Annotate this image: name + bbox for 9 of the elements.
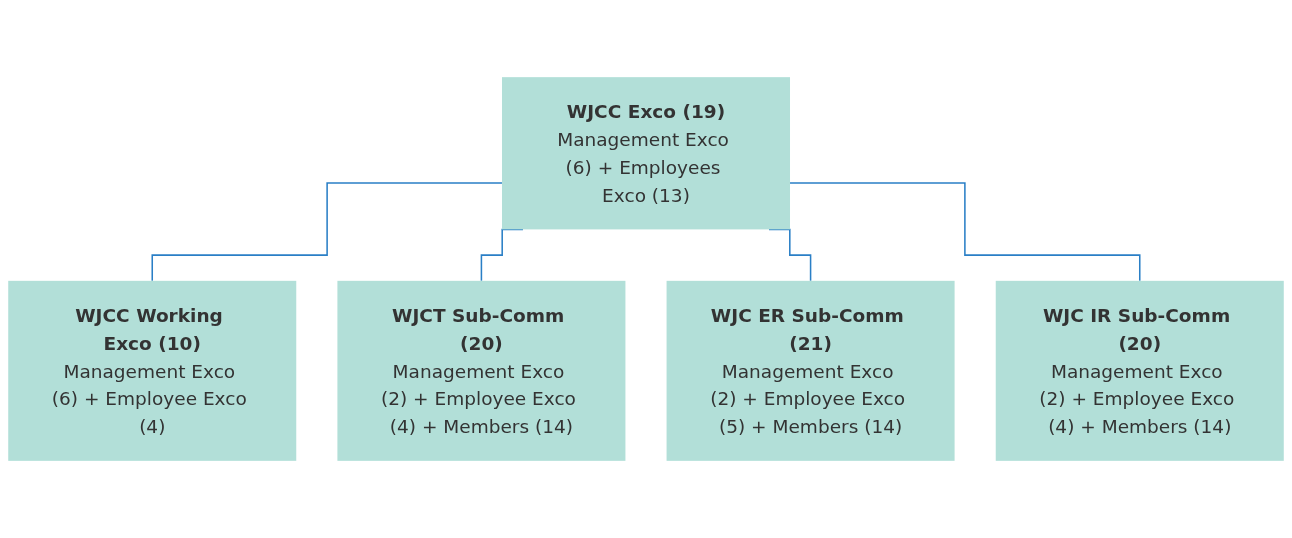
node-box: WJCC Working Exco (10) Management Exco (6) + Employee Exco (4) (8, 280, 297, 461)
node-box: WJCT Sub-Comm (20) Management Exco (2) + Employee Exco (4) + Members (14) (337, 280, 626, 461)
node-box: WJCC Exco (19) Management Exco (6) + Employees Exco (13) (502, 77, 790, 230)
node-box: WJC IR Sub-Comm (20) Management Exco (2) + Employee Exco (4) + Members (14) (995, 280, 1284, 461)
node-box: WJC ER Sub-Comm (21) Management Exco (2) + Employee Exco (5) + Members (14) (666, 280, 955, 461)
connector (768, 228, 812, 282)
connector (789, 182, 1141, 282)
connector (480, 228, 524, 282)
connector (151, 182, 503, 282)
